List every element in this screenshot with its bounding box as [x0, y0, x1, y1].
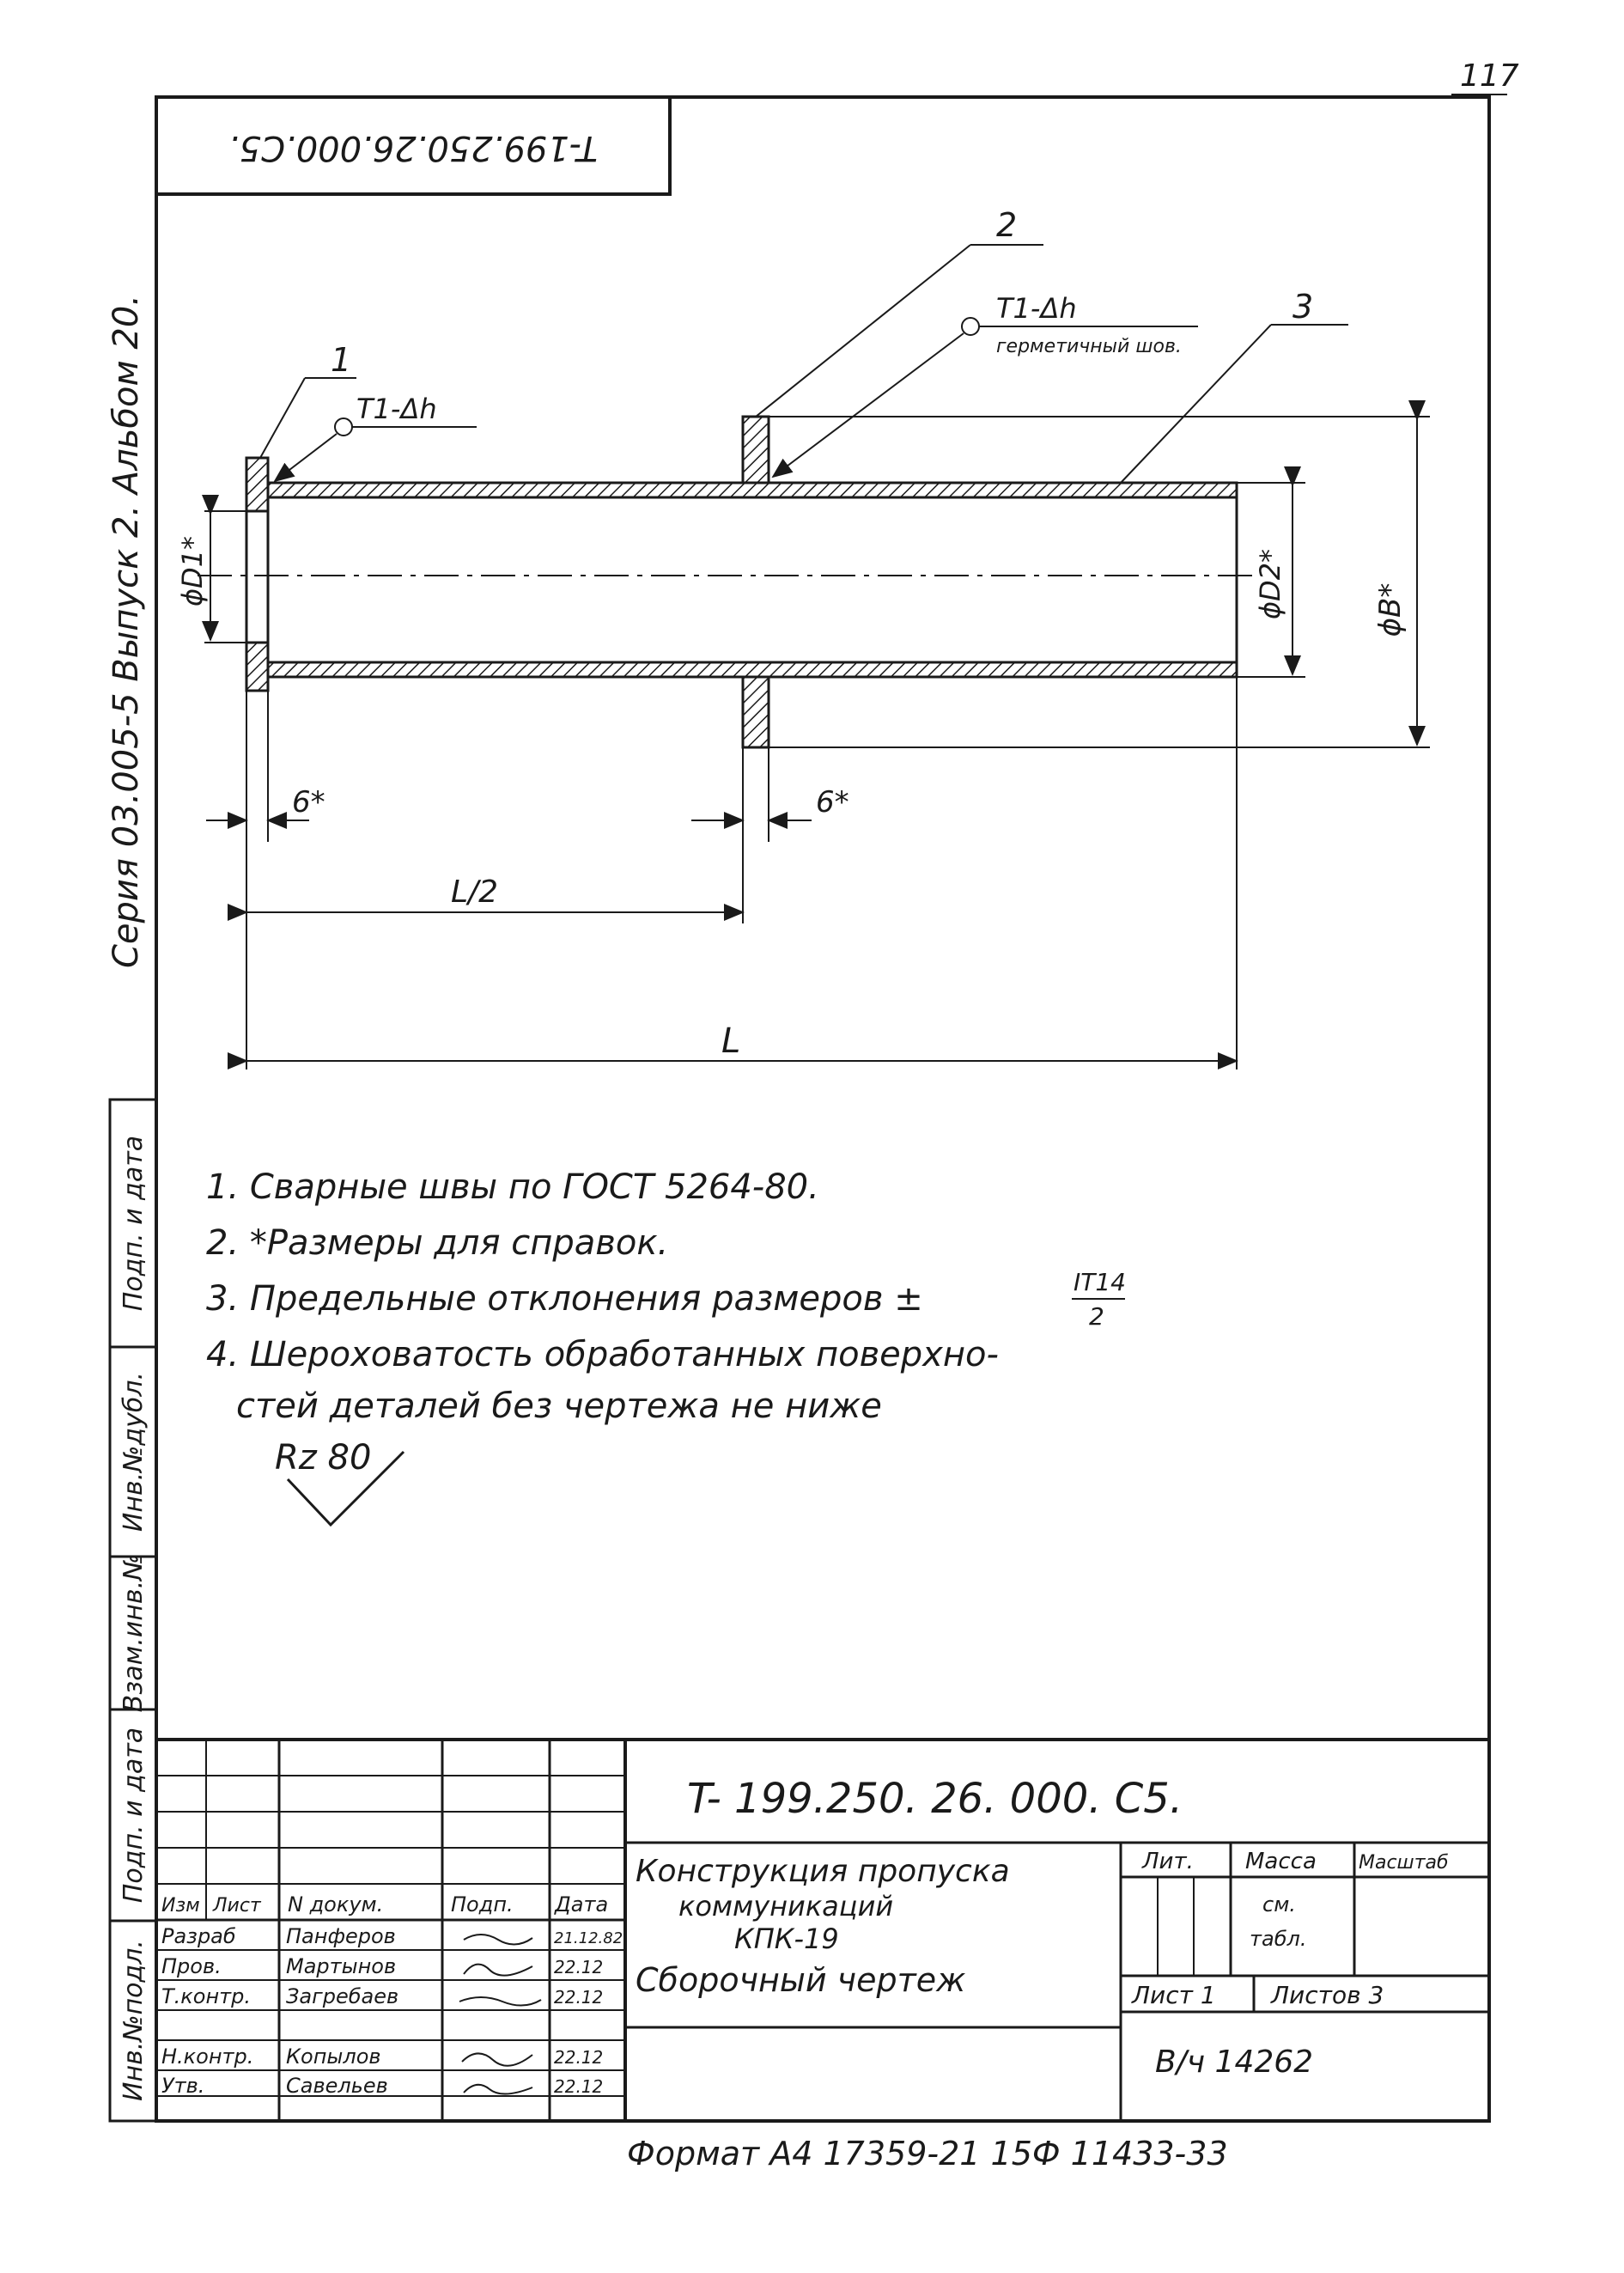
dim-6-right: 6*: [816, 785, 849, 820]
strip-field-sign-date-2: Подп. и дата: [119, 1728, 149, 1903]
sheet-number: Лист 1: [1131, 1981, 1216, 2009]
row-name-approver: Савельев: [286, 2074, 388, 2098]
organization: В/ч 14262: [1155, 2044, 1313, 2080]
series-vertical-text: Серия 03.005-5 Выпуск 2. Альбом 20.: [106, 295, 146, 968]
technical-notes: 1. Сварные швы по ГОСТ 5264-80. 2. *Разм…: [206, 1167, 1126, 1527]
row-date-developer: 21.12.82: [554, 1929, 623, 1947]
strip-field-orig-inv: Инв.№подл.: [119, 1940, 149, 2101]
row-name-tech-control: Загребаев: [286, 1984, 398, 2008]
title-block: Изм Лист N докум. Подп. Дата Разраб Панф…: [155, 1738, 1491, 2123]
lit-label: Лит.: [1141, 1849, 1194, 1874]
row-name-norm-control: Копылов: [286, 2044, 381, 2069]
dim-half-l: L/2: [451, 874, 498, 910]
mass-label: Масса: [1245, 1849, 1317, 1874]
rotated-code-box: T-199.250.26.000.C5.: [155, 95, 672, 196]
dim-d1-label: ϕD1*: [176, 536, 209, 606]
note-3-numerator: IT14: [1074, 1268, 1126, 1296]
callout-1: 1: [331, 341, 351, 379]
roughness-symbol: [286, 1450, 405, 1527]
row-name-developer: Панферов: [286, 1924, 396, 1948]
strip-field-sign-date-1: Подп. и дата: [119, 1136, 149, 1311]
pipe-assembly-drawing: ϕD1* ϕD2* ϕB* 6* 6* L/2 L 1: [176, 206, 1430, 1069]
dim-b-label: ϕB*: [1373, 583, 1408, 637]
row-date-approver: 22.12: [554, 2076, 603, 2097]
col-header-sign: Подп.: [451, 1892, 514, 1917]
note-4: 4. Шероховатость обработанных поверхно-: [206, 1335, 999, 1374]
row-role-developer: Разраб: [161, 1924, 236, 1948]
callout-3: 3: [1293, 288, 1313, 326]
row-role-checker: Пров.: [161, 1954, 222, 1978]
weld-label-left: T1-Δh: [356, 393, 437, 425]
note-3: 3. Предельные отклонения размеров ±: [206, 1279, 923, 1319]
sheets-total: Листов 3: [1270, 1981, 1384, 2009]
row-date-tech-control: 22.12: [554, 1987, 603, 2008]
strip-field-dup-inv: Инв.№дубл.: [119, 1372, 149, 1532]
row-name-checker: Мартынов: [286, 1954, 396, 1978]
col-header-date: Дата: [554, 1892, 608, 1917]
col-header-change: Изм: [161, 1895, 200, 1917]
row-role-tech-control: Т.контр.: [161, 1984, 251, 2008]
middle-flange-bottom: [741, 675, 770, 749]
note-4-cont: стей деталей без чертежа не ниже: [236, 1386, 882, 1426]
scale-label: Масштаб: [1359, 1852, 1449, 1874]
title-line-1: Конструкция пропуска: [636, 1854, 1010, 1889]
title-line-2: коммуникаций: [678, 1890, 893, 1923]
callout-2: 2: [996, 206, 1017, 244]
dim-l: L: [721, 1021, 740, 1061]
weld-note: герметичный шов.: [996, 336, 1182, 357]
title-line-3: КПК-19: [734, 1923, 839, 1955]
format-stamp: Формат А4 17359-21 15Ф 11433-33: [627, 2135, 1228, 2172]
col-header-doc-no: N докум.: [288, 1892, 383, 1917]
dim-d2-label: ϕD2*: [1254, 549, 1286, 619]
weld-label-top: T1-Δh: [996, 292, 1077, 325]
left-strip: Подп. и дата Инв.№дубл. Взам.инв.№ Подп.…: [108, 1098, 158, 2123]
row-role-approver: Утв.: [161, 2074, 204, 2098]
note-3-denominator: 2: [1089, 1302, 1104, 1331]
dim-6-left: 6*: [292, 785, 325, 820]
row-role-norm-control: Н.контр.: [161, 2044, 253, 2069]
title-doc-code: T- 199.250. 26. 000. C5.: [687, 1775, 1183, 1823]
note-2: 2. *Размеры для справок.: [206, 1223, 668, 1263]
note-1: 1. Сварные швы по ГОСТ 5264-80.: [206, 1167, 819, 1207]
middle-flange-top: [741, 415, 770, 484]
rotated-doc-code: T-199.250.26.000.C5.: [228, 128, 598, 168]
strip-field-repl-inv: Взам.инв.№: [119, 1554, 149, 1713]
left-flange-top: [245, 456, 270, 513]
mass-value-2: табл.: [1250, 1927, 1306, 1951]
left-flange-bottom: [245, 641, 270, 692]
row-date-norm-control: 22.12: [554, 2047, 603, 2068]
col-header-sheet: Лист: [212, 1895, 262, 1917]
row-date-checker: 22.12: [554, 1957, 603, 1977]
title-line-4: Сборочный чертеж: [636, 1961, 965, 1999]
pipe-wall-top: [266, 481, 1238, 499]
mass-value-1: см.: [1262, 1892, 1296, 1917]
pipe-wall-bottom: [266, 661, 1238, 679]
roughness-value: Rz 80: [275, 1438, 371, 1478]
page-number: 117: [1460, 58, 1519, 94]
